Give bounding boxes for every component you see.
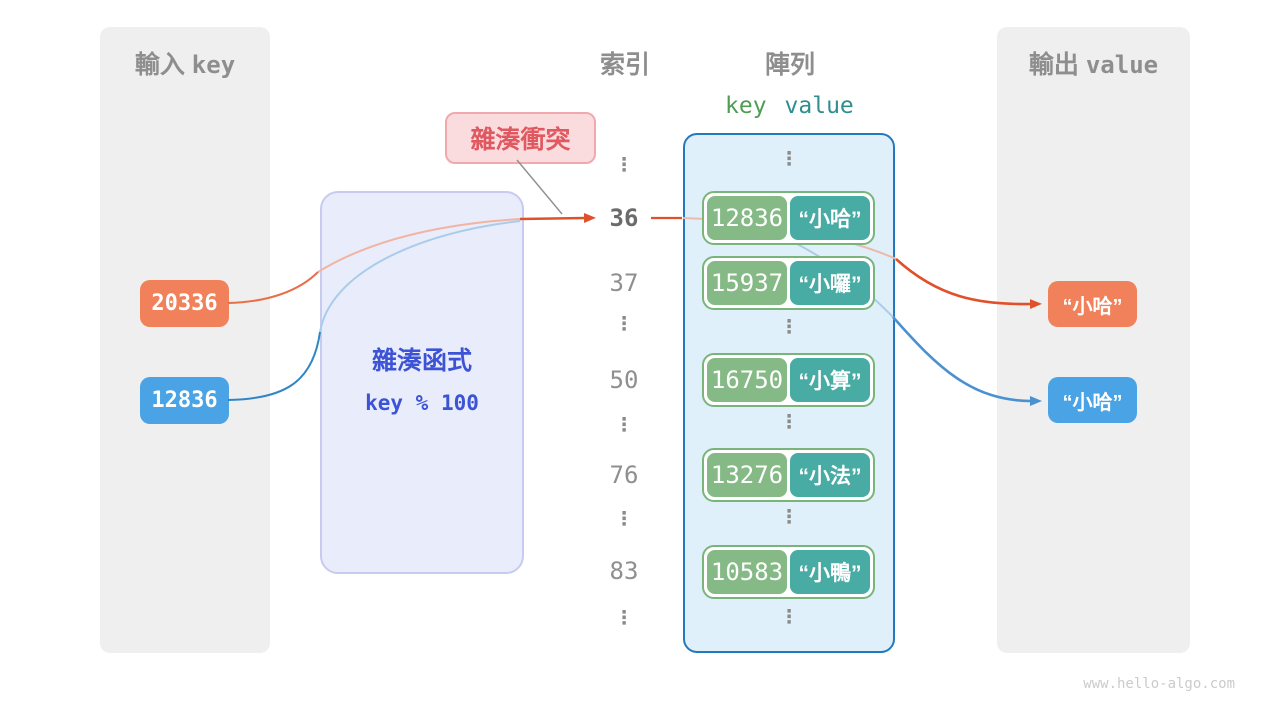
- index-ellipsis-icon: ⋮: [614, 415, 634, 436]
- array-row-10583-key: 10583: [707, 550, 787, 594]
- array-row-16750-key: 16750: [707, 358, 787, 402]
- output-value-orange: “小哈”: [1048, 281, 1137, 327]
- array-row-15937-value: “小囉”: [790, 261, 870, 305]
- input-key-20336: 20336: [140, 280, 229, 327]
- array-row-15937-key: 15937: [707, 261, 787, 305]
- array-row-16750-value: “小算”: [790, 358, 870, 402]
- hash-function-title: 雜湊函式: [371, 347, 472, 375]
- array-row-10583-value: “小鴨”: [790, 550, 870, 594]
- array-row-16750: 16750 “小算”: [702, 353, 875, 407]
- output-value-orange-label: “小哈”: [1062, 295, 1123, 318]
- index-cell-76: 76: [609, 461, 639, 489]
- array-row-13276: 13276 “小法”: [702, 448, 875, 502]
- arrow-hash-to-index36: [519, 213, 596, 224]
- index-cell-83: 83: [609, 557, 639, 585]
- array-row-10583: 10583 “小鴨”: [702, 545, 875, 599]
- array-ellipsis-icon: ⋮: [779, 607, 799, 628]
- array-row-13276-key: 13276: [707, 453, 787, 497]
- index-ellipsis-icon: ⋮: [614, 155, 634, 176]
- array-row-13276-value: “小法”: [790, 453, 870, 497]
- input-panel: 輸入 key: [100, 27, 270, 653]
- array-row-12836: 12836 “小哈”: [702, 191, 875, 245]
- input-key-12836-label: 12836: [151, 388, 218, 413]
- output-title-cjk: 輸出: [1028, 51, 1079, 79]
- index-column-title: 索引: [599, 51, 650, 79]
- key-header: key: [725, 93, 767, 119]
- output-value-blue-label: “小哈”: [1062, 391, 1123, 414]
- index-ellipsis-icon: ⋮: [614, 314, 634, 335]
- index-ellipsis-icon: ⋮: [614, 608, 634, 629]
- hash-function-box: 雜湊函式 key % 100: [320, 191, 524, 574]
- index-cell-50: 50: [609, 366, 639, 394]
- input-panel-title: 輸入 key: [100, 45, 270, 81]
- array-row-15937: 15937 “小囉”: [702, 256, 875, 310]
- input-key-20336-label: 20336: [151, 291, 218, 316]
- array-row-12836-value: “小哈”: [790, 196, 870, 240]
- output-value-blue: “小哈”: [1048, 377, 1137, 423]
- array-ellipsis-icon: ⋮: [779, 412, 799, 433]
- input-title-cjk: 輸入: [134, 51, 185, 79]
- array-row-12836-key: 12836: [707, 196, 787, 240]
- output-panel: 輸出 value: [997, 27, 1190, 653]
- array-kv-header: key value: [683, 93, 895, 119]
- input-title-latin: key: [191, 51, 236, 79]
- output-title-latin: value: [1085, 51, 1159, 79]
- input-key-12836: 12836: [140, 377, 229, 424]
- output-panel-title: 輸出 value: [997, 45, 1190, 81]
- array-ellipsis-icon: ⋮: [779, 317, 799, 338]
- watermark: www.hello-algo.com: [1083, 676, 1235, 692]
- hash-collision-callout: 雜湊衝突: [445, 112, 596, 164]
- index-cell-36: 36: [609, 204, 639, 232]
- value-header: value: [784, 93, 854, 119]
- array-ellipsis-icon: ⋮: [779, 149, 799, 170]
- array-column-title: 陣列: [764, 51, 815, 79]
- index-ellipsis-icon: ⋮: [614, 509, 634, 530]
- hash-function-formula: key % 100: [365, 391, 479, 415]
- index-cell-37: 37: [609, 269, 639, 297]
- array-ellipsis-icon: ⋮: [779, 507, 799, 528]
